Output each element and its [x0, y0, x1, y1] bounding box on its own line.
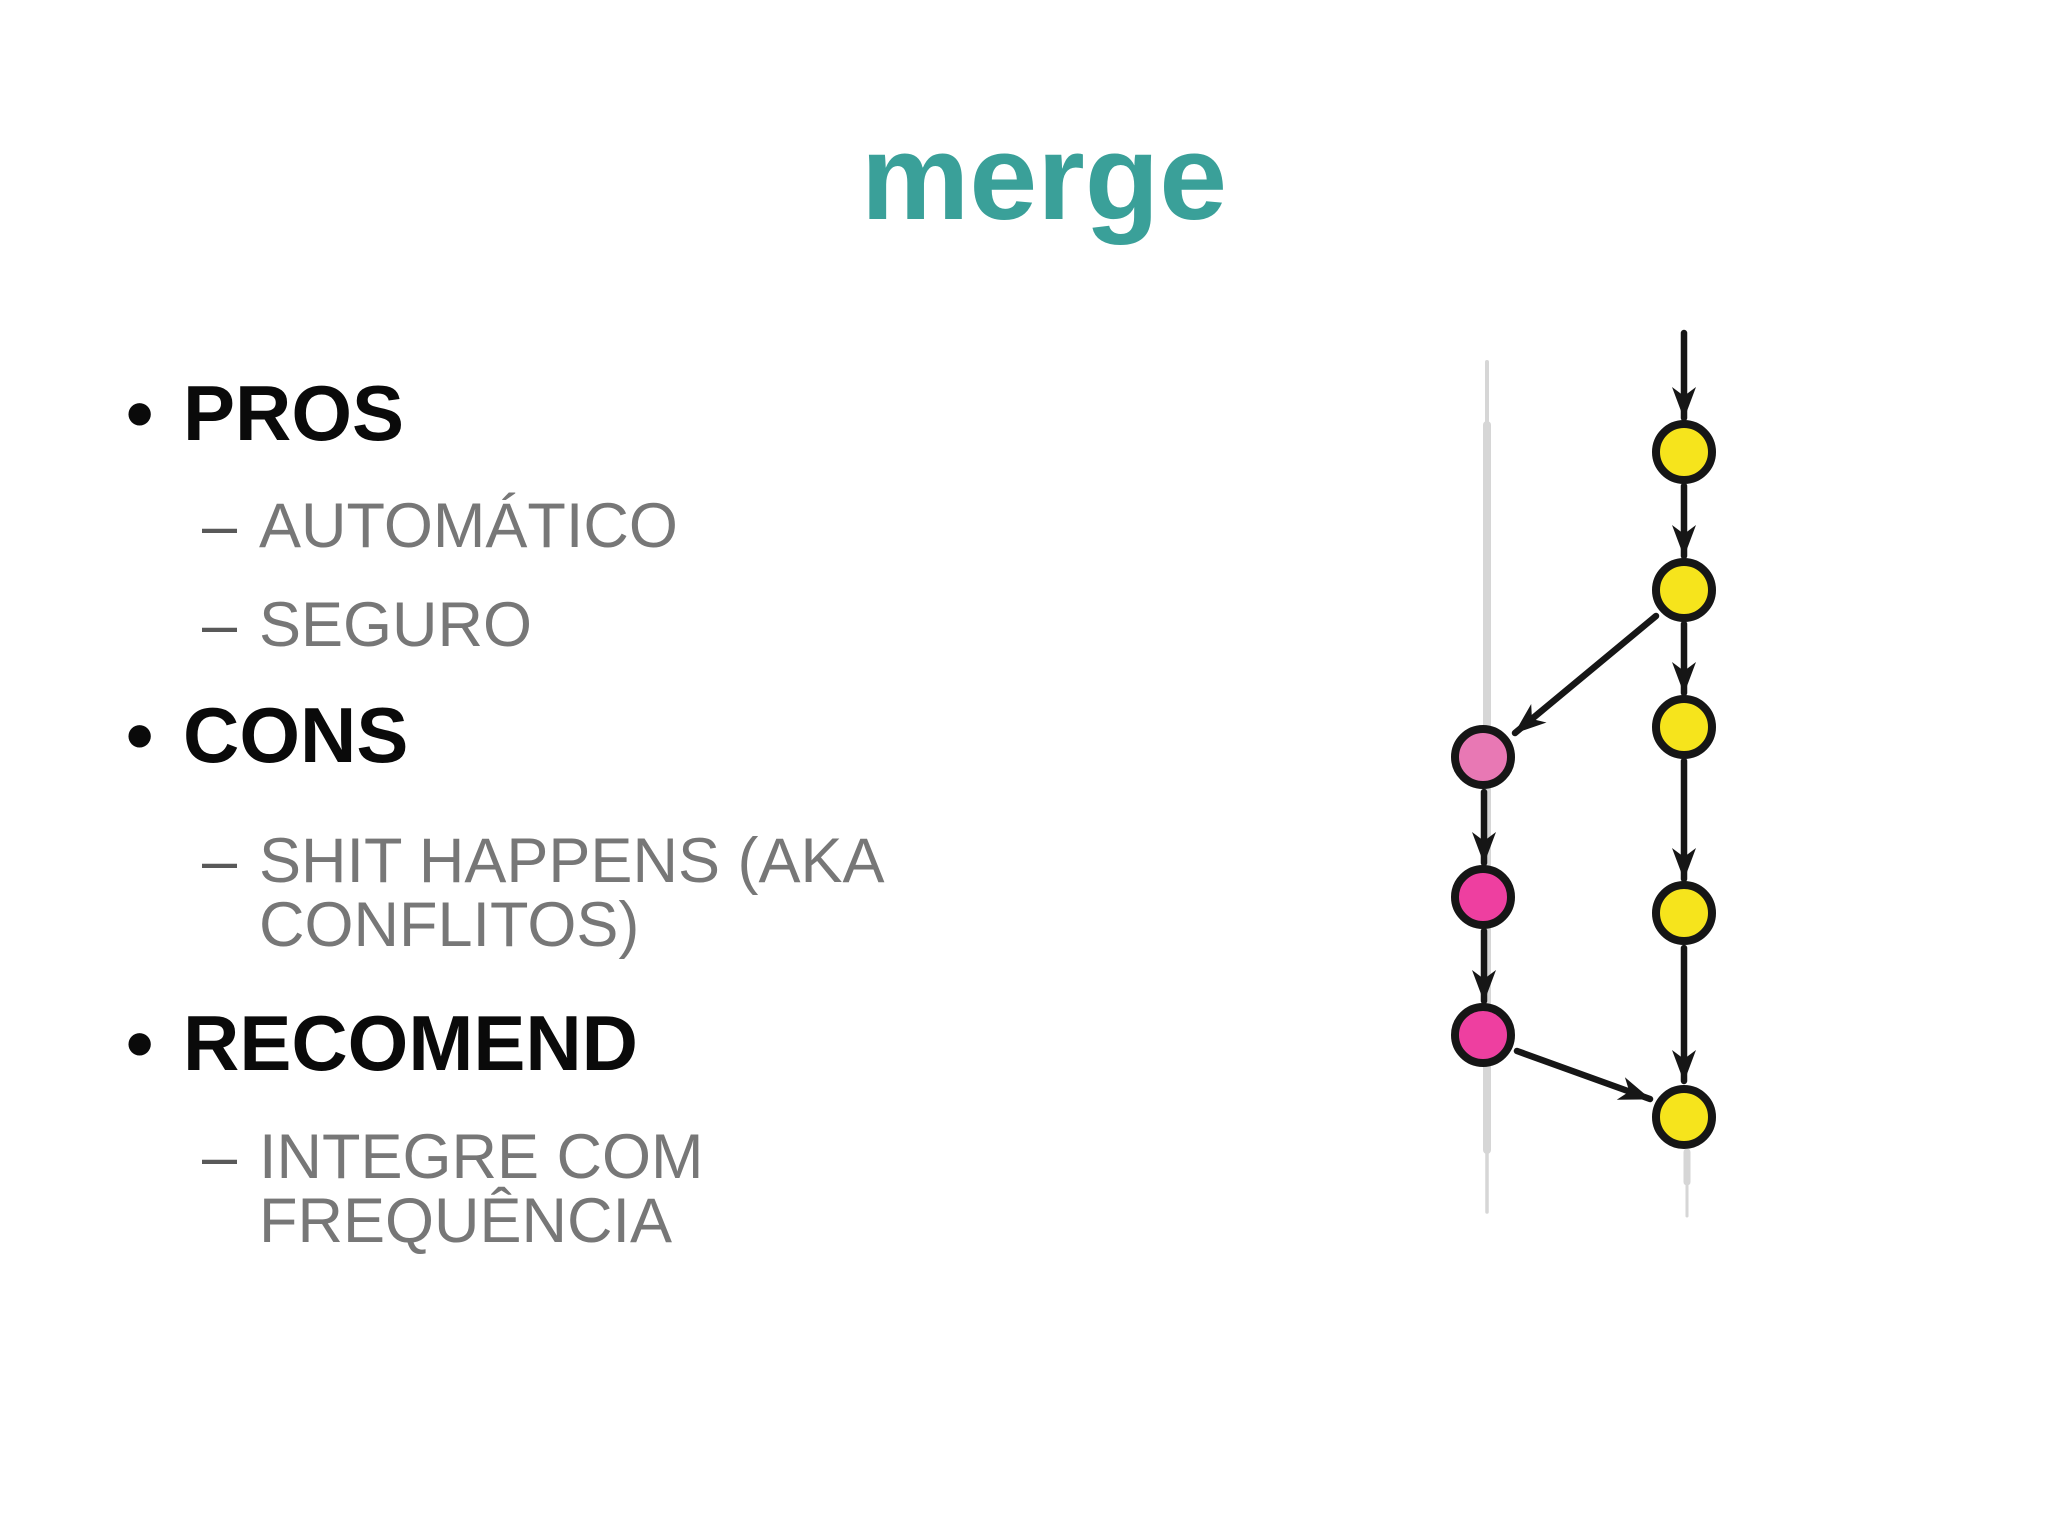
bullet-list: • PROS – AUTOMÁTICO – SEGURO • CONS – SH…	[0, 374, 1000, 1257]
commit-node-yellow	[1652, 558, 1716, 622]
bullet-dot-icon: •	[126, 999, 154, 1087]
subitem-text: INTEGRE COM FREQUÊNCIA	[259, 1122, 704, 1257]
slide-title: merge	[860, 109, 1228, 245]
bullet-dot-icon: •	[126, 369, 154, 457]
subitem-text: SEGURO	[259, 590, 533, 660]
commit-arrow	[1511, 612, 1660, 737]
commit-nodes	[1451, 420, 1716, 1149]
commit-arrow	[1513, 1047, 1654, 1103]
bullet-label-cons: CONS	[183, 691, 409, 779]
commit-node-yellow	[1652, 881, 1716, 945]
commit-node-pink_light	[1451, 725, 1515, 789]
dash-icon: –	[202, 590, 238, 660]
dash-icon: –	[202, 826, 238, 896]
commit-graph-svg	[1451, 329, 1716, 1218]
bullet-section-pros: • PROS	[0, 374, 1000, 469]
commit-node-yellow	[1652, 1085, 1716, 1149]
merge-commit-graph	[1400, 300, 1800, 1250]
commit-node-yellow	[1652, 695, 1716, 759]
commit-node-yellow	[1652, 420, 1716, 484]
dash-icon: –	[202, 491, 238, 561]
subitem-text: AUTOMÁTICO	[259, 491, 678, 561]
dash-icon: –	[202, 1122, 238, 1192]
bullet-section-recomend: • RECOMEND	[0, 1004, 1000, 1099]
bullet-dot-icon: •	[126, 691, 154, 779]
bullet-label-recomend: RECOMEND	[183, 999, 639, 1087]
subitem-text: SHIT HAPPENS (AKA CONFLITOS)	[259, 826, 885, 961]
commit-node-pink	[1451, 865, 1515, 929]
commit-arrows	[1472, 329, 1696, 1103]
bullet-section-cons: • CONS	[0, 696, 1000, 791]
branch-tracks	[1483, 360, 1691, 1218]
commit-node-pink	[1451, 1003, 1515, 1067]
bullet-label-pros: PROS	[183, 369, 405, 457]
